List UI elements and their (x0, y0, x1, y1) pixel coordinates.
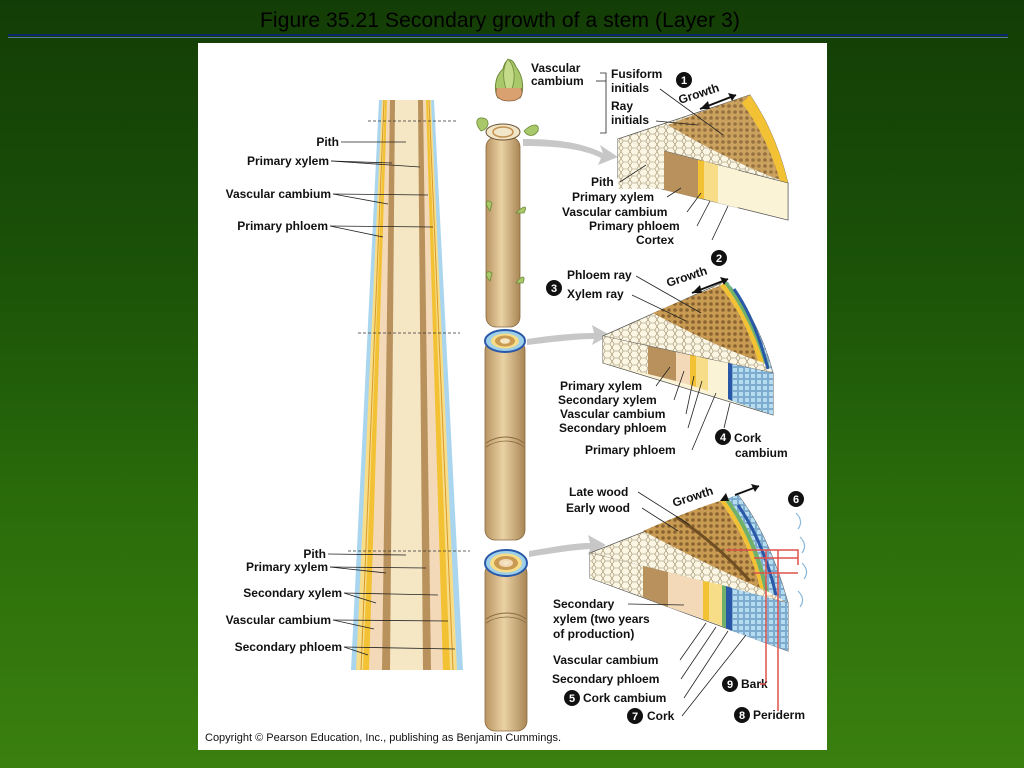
label-w3-cork-cambium: Cork cambium (583, 691, 666, 705)
marker-6-text: 6 (793, 494, 799, 506)
title-rule (8, 34, 1008, 36)
wedge-3-flaking-bark (795, 512, 808, 608)
twig-bottom (484, 549, 528, 732)
bracket-w1 (600, 72, 607, 134)
label-secondary-xylem-bottom: Secondary xylem (243, 586, 342, 600)
marker-8 (734, 707, 750, 723)
stem-pith (390, 100, 423, 670)
label-secondary-phloem-bottom: Secondary phloem (235, 640, 342, 654)
label-primary-xylem-top: Primary xylem (247, 154, 329, 168)
label-w3-secondary-xylem-3: of production) (553, 627, 634, 641)
label-w2-cambium: cambium (735, 446, 788, 460)
label-w3-late-wood: Late wood (569, 485, 628, 499)
left-labels-top: Pith Primary xylem Vascular cambium Prim… (226, 135, 434, 238)
label-w2-primary-phloem: Primary phloem (585, 443, 676, 457)
marker-4 (715, 429, 731, 445)
label-w1-ray-2: initials (611, 113, 649, 127)
label-vascular-cambium-top: Vascular cambium (226, 187, 331, 201)
label-w3-cork: Cork (647, 709, 675, 723)
label-w2-cork: Cork (734, 431, 762, 445)
marker-1-text: 1 (681, 75, 687, 87)
wedge-3-growth-ring (675, 515, 752, 583)
label-w2-phloem-ray: Phloem ray (567, 268, 632, 282)
figure-panel: Pith Primary xylem Vascular cambium Prim… (198, 43, 827, 750)
marker-9 (722, 676, 738, 692)
lateral-bud-2 (523, 124, 539, 136)
label-primary-phloem-top: Primary phloem (237, 219, 328, 233)
label-w1-vascular: Vascular (531, 61, 581, 75)
label-pith-top: Pith (316, 135, 339, 149)
slide-title: Figure 35.21 Secondary growth of a stem … (260, 9, 740, 32)
stem-edge-line-right (428, 99, 454, 671)
wedge-2-xylem-region (653, 286, 758, 361)
stem-edge-line-left (360, 99, 385, 671)
marker-7-text: 7 (632, 711, 638, 723)
label-w1-cortex: Cortex (636, 233, 674, 247)
wedge-3-labels: Late wood Early wood Growth 6 Secondary … (552, 484, 805, 724)
wedge-3-bark-region (728, 495, 788, 603)
label-w2-growth: Growth (665, 264, 709, 290)
marker-2 (711, 250, 727, 266)
label-w3-periderm: Periderm (753, 708, 805, 722)
wedge-2-cork-cambium-line (732, 288, 770, 370)
label-w3-bark: Bark (741, 677, 768, 691)
wedge-3 (589, 494, 808, 711)
title-rule-shadow (8, 37, 1008, 38)
label-w3-secondary-phloem: Secondary phloem (552, 672, 659, 686)
twig-middle (484, 329, 526, 541)
label-w1-primary-phloem: Primary phloem (589, 219, 680, 233)
label-w3-early-wood: Early wood (566, 501, 630, 515)
twig-stem-1 (485, 136, 521, 328)
wedge-2 (602, 280, 774, 416)
twig-top (476, 58, 539, 328)
label-w1-fusiform-2: initials (611, 81, 649, 95)
figure-svg: Pith Primary xylem Vascular cambium Prim… (205, 58, 808, 744)
label-w1-cambium: cambium (531, 74, 584, 88)
marker-4-text: 4 (720, 432, 727, 444)
label-vascular-cambium-bottom: Vascular cambium (226, 613, 331, 627)
label-w1-ray-1: Ray (611, 99, 633, 113)
label-w3-secondary-xylem-2: xylem (two years (553, 612, 650, 626)
label-w3-secondary-xylem-1: Secondary (553, 597, 615, 611)
label-w3-vascular-cambium: Vascular cambium (553, 653, 658, 667)
marker-5-text: 5 (569, 693, 575, 705)
marker-3-text: 3 (551, 283, 557, 295)
arrow-to-wedge-2 (527, 325, 610, 345)
marker-3 (546, 280, 562, 296)
wedge-3-xylem-region (643, 501, 760, 588)
marker-6 (788, 491, 804, 507)
label-w2-primary-xylem: Primary xylem (560, 379, 642, 393)
label-w2-secondary-xylem: Secondary xylem (558, 393, 657, 407)
wedge-2-green-ray (724, 282, 770, 368)
left-labels-bottom: Pith Primary xylem Secondary xylem Vascu… (226, 547, 456, 656)
wedge-1-cambium (742, 95, 788, 183)
label-primary-xylem-bottom: Primary xylem (246, 560, 328, 574)
marker-2-text: 2 (716, 253, 722, 265)
wedge-1-front-xylem (664, 151, 698, 198)
lateral-bud-1 (476, 117, 489, 132)
twig-stem-3 (484, 562, 528, 732)
marker-7 (627, 708, 643, 724)
arrow-to-wedge-1 (523, 139, 618, 165)
label-w1-vascular-cambium: Vascular cambium (562, 205, 667, 219)
wedge-2-labels: 2 Phloem ray 3 Xylem ray Growth Primary … (546, 250, 788, 460)
marker-9-text: 9 (727, 679, 733, 691)
label-w1-fusiform-1: Fusiform (611, 67, 662, 81)
marker-5 (564, 690, 580, 706)
arrow-to-wedge-3 (529, 535, 606, 557)
label-w2-vascular-cambium: Vascular cambium (560, 407, 665, 421)
label-w2-xylem-ray: Xylem ray (567, 287, 624, 301)
copyright-text: Copyright © Pearson Education, Inc., pub… (205, 732, 561, 744)
label-w1-pith: Pith (591, 175, 614, 189)
label-pith-bottom: Pith (303, 547, 326, 561)
label-w1-primary-xylem: Primary xylem (572, 190, 654, 204)
stem-longitudinal-section (348, 99, 470, 671)
marker-8-text: 8 (739, 710, 745, 722)
twig-1-cross-section (485, 123, 521, 141)
marker-1 (676, 72, 692, 88)
label-w2-secondary-phloem: Secondary phloem (559, 421, 666, 435)
